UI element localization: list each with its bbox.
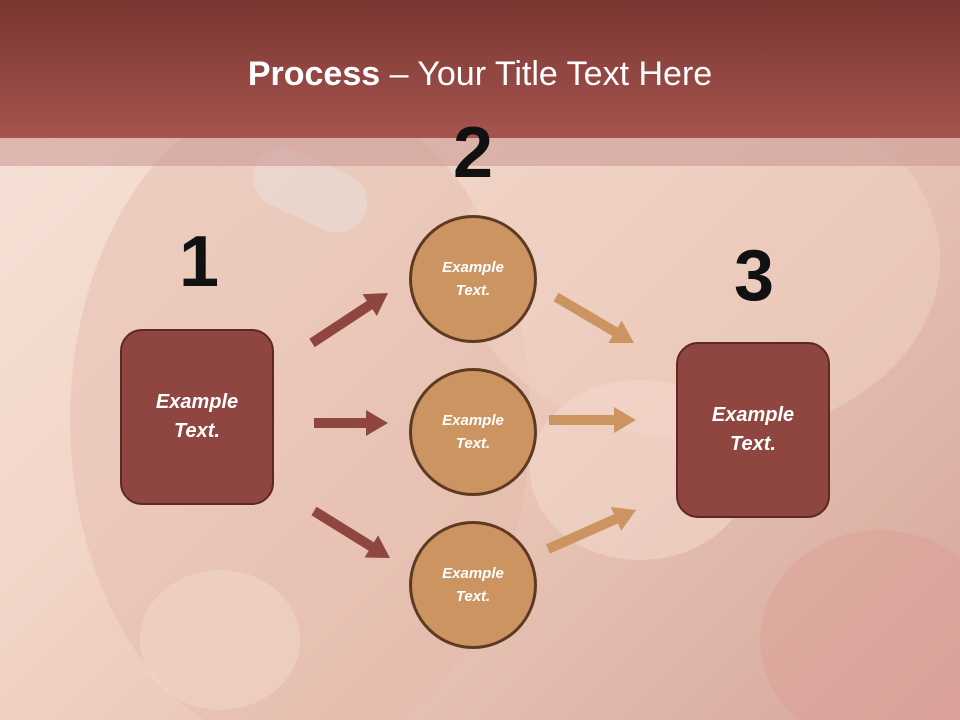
step3-text: Example Text. <box>711 404 795 455</box>
step-number-3: 3 <box>733 236 775 316</box>
step2-circle-top-text: Example Text. <box>442 259 504 299</box>
step1-text: Example Text. <box>155 391 239 442</box>
title-rest: – Your Title Text Here <box>380 55 713 93</box>
step2-circle-top: Example Text. <box>409 215 537 343</box>
step2-circle-bottom-text: Example Text. <box>442 565 504 605</box>
step2-circle-middle-text: Example Text. <box>442 412 504 452</box>
step-number-1: 1 <box>178 222 220 302</box>
step2-circle-middle: Example Text. <box>409 368 537 496</box>
step3-box: Example Text. <box>676 342 830 518</box>
title-bold: Process <box>247 55 381 93</box>
step1-box: Example Text. <box>120 329 274 505</box>
step-number-2: 2 <box>452 113 494 193</box>
slide-title: Process – Your Title Text Here <box>0 52 960 96</box>
title-bar <box>0 0 960 138</box>
step2-circle-bottom: Example Text. <box>409 521 537 649</box>
title-bar-band <box>0 138 960 166</box>
